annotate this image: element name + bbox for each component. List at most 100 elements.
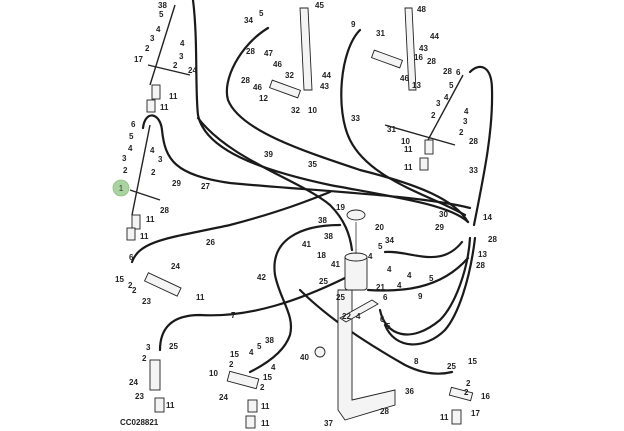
hose-33-left	[340, 28, 467, 217]
part-number-label: 11	[261, 402, 270, 411]
part-number-label: 2	[173, 61, 178, 70]
part-number-label: 38	[265, 336, 274, 345]
part-number-label: 4	[249, 348, 254, 357]
part-number-label: 3	[146, 343, 151, 352]
knob-40	[314, 346, 326, 358]
highlight-callout-label: 1	[119, 184, 124, 193]
part-number-label: 5	[449, 81, 454, 90]
part-number-label: 10	[209, 369, 218, 378]
cylinder	[245, 415, 256, 429]
hose-42	[248, 223, 342, 374]
part-number-label: 2	[123, 166, 128, 175]
part-number-label: 17	[471, 409, 480, 418]
part-number-label: 39	[264, 150, 273, 159]
cylinder	[247, 399, 258, 413]
part-number-label: 41	[331, 260, 340, 269]
part-number-label: 4	[271, 363, 276, 372]
part-number-label: 17	[134, 55, 143, 64]
part-number-label: 2	[431, 111, 436, 120]
part-number-label: 28	[488, 235, 497, 244]
plate-bl	[149, 359, 161, 391]
lever-45	[299, 7, 313, 91]
part-number-label: 6	[380, 315, 385, 324]
part-number-label: 34	[244, 16, 253, 25]
part-number-label: 15	[115, 275, 124, 284]
part-number-label: 28	[443, 67, 452, 76]
hose-26	[130, 190, 332, 264]
part-number-label: 28	[380, 407, 389, 416]
part-number-label: 31	[387, 125, 396, 134]
part-number-label: 4	[128, 144, 133, 153]
callout-1[interactable]: 1	[112, 179, 130, 197]
hose-7	[158, 276, 347, 352]
part-number-label: 3	[150, 34, 155, 43]
part-number-label: 2	[459, 128, 464, 137]
lever-48	[404, 7, 417, 91]
part-number-label: 18	[317, 251, 326, 260]
part-number-label: 5	[257, 342, 262, 351]
part-number-label: 11	[146, 215, 155, 224]
part-number-label: 7	[231, 311, 236, 320]
part-number-label: 2	[128, 281, 133, 290]
hose-loop-c	[383, 236, 477, 346]
highlight-callout-circle[interactable]	[112, 179, 130, 197]
part-number-label: 47	[264, 49, 273, 58]
part-number-label: 44	[430, 32, 439, 41]
part-number-label: 2	[466, 379, 471, 388]
part-number-label: 24	[129, 378, 138, 387]
part-number-label: 28	[476, 261, 485, 270]
part-number-label: 11	[196, 293, 205, 302]
hose-27	[141, 114, 472, 210]
part-number-label: 32	[291, 106, 300, 115]
part-number-label: 5	[259, 9, 264, 18]
hose-loop-d	[366, 256, 470, 292]
hoses	[130, 0, 494, 375]
part-number-label: 19	[336, 203, 345, 212]
part-number-label: 10	[308, 106, 317, 115]
part-number-label: 2	[464, 388, 469, 397]
plate-br	[448, 386, 474, 402]
part-number-label: 29	[435, 223, 444, 232]
hose-loop-b	[378, 236, 472, 336]
part-number-label: 43	[419, 44, 428, 53]
part-number-label: 16	[414, 53, 423, 62]
part-number-label: 15	[263, 373, 272, 382]
part-number-label: 24	[219, 393, 228, 402]
part-number-label: 15	[468, 357, 477, 366]
part-number-label: 11	[166, 401, 175, 410]
part-number-label: 26	[206, 238, 215, 247]
part-number-label: 4	[444, 93, 449, 102]
part-number-label: 4	[397, 281, 402, 290]
part-number-label: 13	[478, 250, 487, 259]
part-number-label: 5	[129, 132, 134, 141]
plate-10b	[370, 49, 404, 69]
part-number-label: 25	[336, 293, 345, 302]
part-number-label: 4	[368, 252, 373, 261]
part-number-label: 5	[159, 10, 164, 19]
part-number-label: 4	[407, 271, 412, 280]
part-number-label: 9	[351, 20, 356, 29]
part-number-label: 2	[132, 286, 137, 295]
part-number-label: 3	[179, 52, 184, 61]
part-number-label: 14	[483, 213, 492, 222]
part-number-label: 3	[436, 99, 441, 108]
part-number-label: 4	[150, 146, 155, 155]
bracket-22	[339, 299, 379, 323]
part-number-label: 2	[260, 383, 265, 392]
part-number-label: 4	[156, 25, 161, 34]
knob-19	[346, 209, 366, 221]
cylinder	[424, 139, 434, 155]
part-number-label: 22	[342, 312, 351, 321]
part-number-label: 11	[140, 232, 149, 241]
part-number-label: 43	[320, 82, 329, 91]
part-number-label: 46	[273, 60, 282, 69]
bracket-37	[337, 289, 396, 421]
hose-35	[191, 0, 470, 224]
part-number-label: 46	[400, 74, 409, 83]
part-number-label: 46	[253, 83, 262, 92]
part-number-label: 33	[351, 114, 360, 123]
part-number-label: 3	[158, 155, 163, 164]
part-number-label: 20	[375, 223, 384, 232]
part-number-label: 11	[261, 419, 270, 428]
